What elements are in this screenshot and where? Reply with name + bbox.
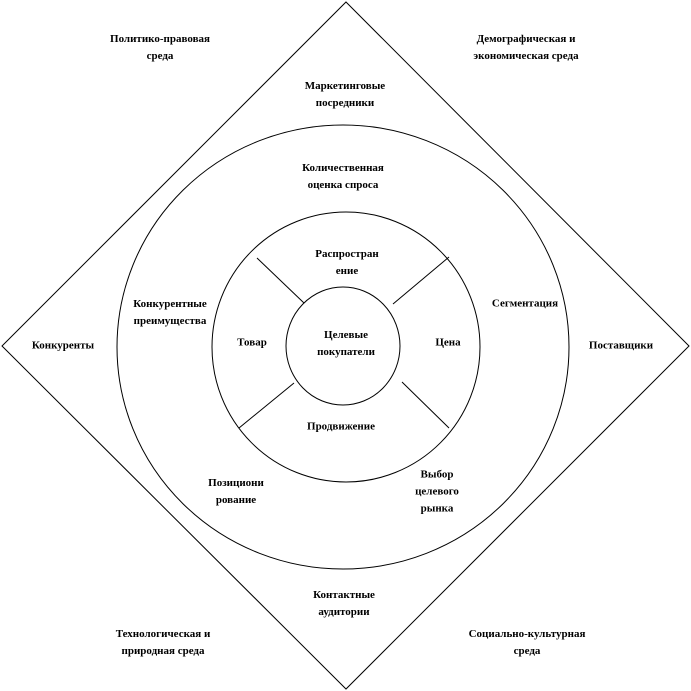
outer-circle [116,124,570,570]
label-competitors: Конкуренты [31,339,95,352]
label-positioning: Позициони рование [208,477,264,506]
label-political-legal: Политико-правовая среда [110,33,210,62]
label-target-customers: Целевые покупатели [317,329,375,358]
divider-top-right [392,256,450,305]
inner-circle [285,286,401,406]
label-promotion: Продвижение [307,420,375,433]
label-demographic-economic: Демографическая и экономическая среда [473,33,579,62]
middle-circle [211,211,481,483]
label-competitive-advantages: Конкурентные преимущества [133,298,207,327]
label-suppliers: Поставщики [588,339,654,352]
label-product: Товар [237,336,267,349]
label-socio-cultural: Социально-культурная среда [468,628,586,657]
label-contact-audiences: Контактные аудитории [313,589,375,618]
divider-bottom-right [401,381,450,429]
divider-bottom-left [238,382,295,429]
label-technological-natural: Технологическая и природная среда [115,628,211,657]
label-distribution: Распростран ение [315,248,379,277]
label-segmentation: Сегментация [491,297,559,310]
label-demand-estimation: Количественная оценка спроса [302,162,384,191]
label-target-market-selection: Выбор целевого рынка [415,468,459,515]
divider-top-left [256,257,305,304]
label-price: Цена [435,336,461,349]
label-marketing-intermediaries: Маркетинговые посредники [304,80,386,109]
